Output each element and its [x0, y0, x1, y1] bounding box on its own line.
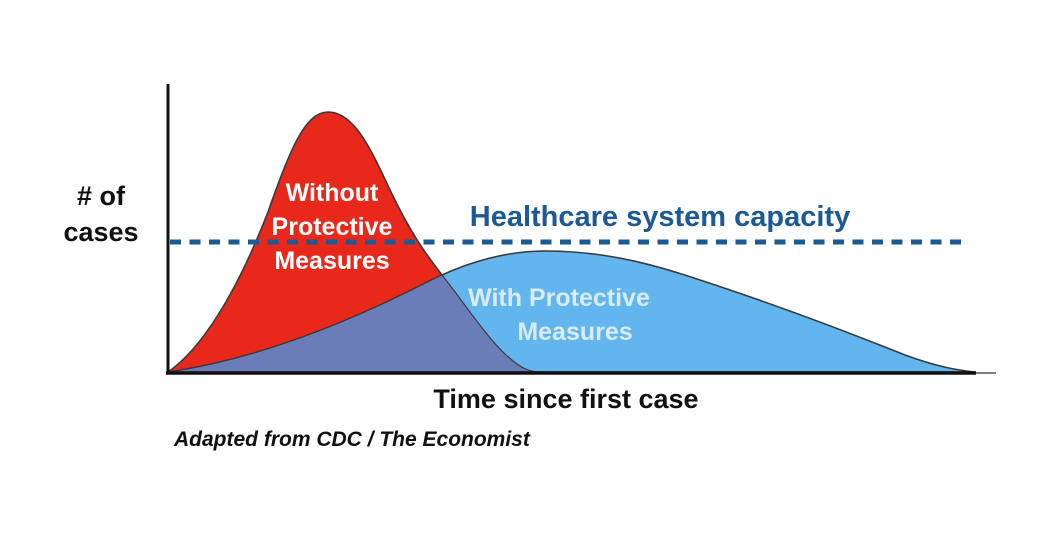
curve-overlap-region	[167, 274, 543, 373]
y-axis-label-line1: # of	[77, 181, 126, 211]
x-axis-label: Time since first case	[433, 384, 698, 414]
without-measures-label-line1: Without	[286, 179, 379, 207]
with-measures-label-line1: With Protective	[468, 284, 650, 312]
with-measures-label-line2: Measures	[517, 318, 632, 346]
without-measures-label-line3: Measures	[274, 247, 389, 275]
y-axis-label-line2: cases	[63, 217, 138, 247]
attribution-caption: Adapted from CDC / The Economist	[173, 428, 531, 451]
capacity-label: Healthcare system capacity	[470, 201, 850, 233]
without-measures-label-line2: Protective	[272, 213, 393, 241]
